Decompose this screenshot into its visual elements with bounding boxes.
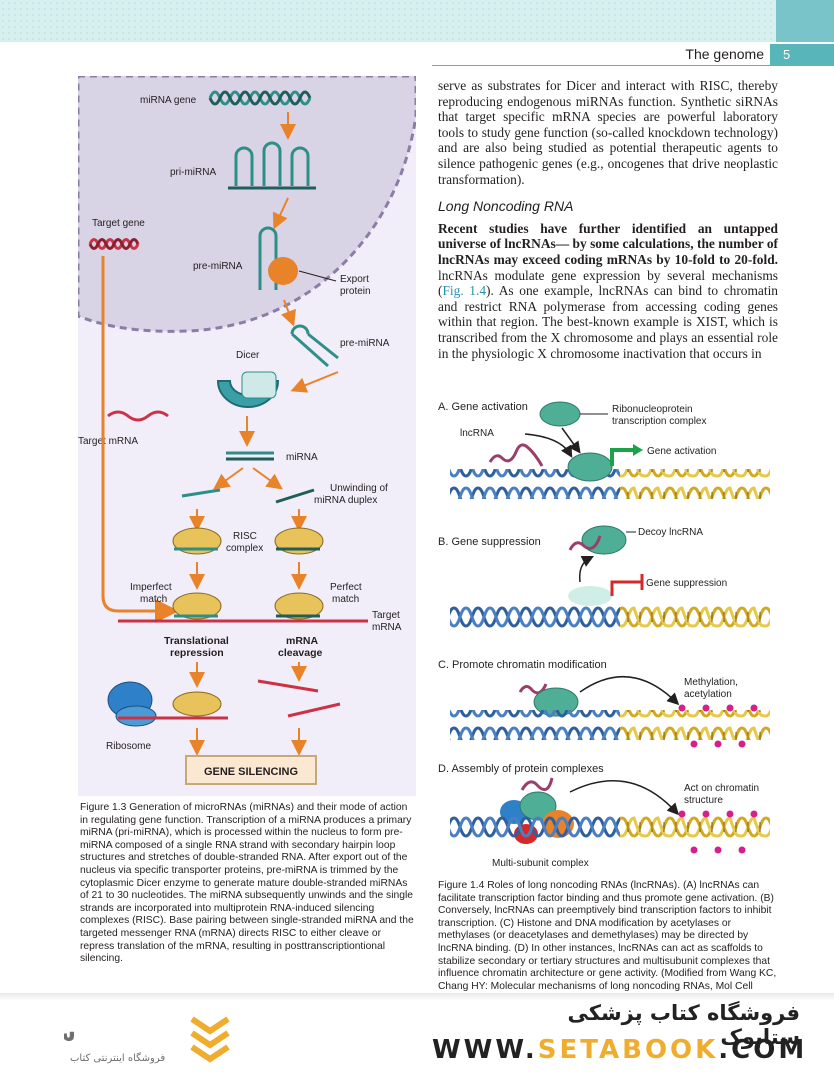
label-dicer: Dicer	[236, 350, 260, 361]
label-protein: protein	[340, 286, 371, 297]
label-target-mrna-left: Target mRNA	[78, 436, 138, 447]
label-rnp-2: transcription complex	[612, 416, 706, 427]
top-band	[0, 0, 834, 42]
store-name: فروشگاه کتاب پزشکی ستابوک	[567, 1001, 800, 1049]
mirna-gene-icon	[208, 90, 312, 106]
label-act-2: structure	[684, 795, 723, 806]
nucleus	[78, 76, 416, 333]
dicer-icon	[216, 371, 280, 408]
figure-1-4-caption: Figure 1.4 Roles of long noncoding RNAs …	[438, 880, 777, 992]
page-number: 5	[770, 44, 834, 66]
target-mrna-left-icon	[107, 410, 169, 422]
label-imperfect-2: match	[140, 594, 167, 605]
risc-left-icon	[172, 527, 222, 555]
body-paragraph-2: Recent studies have further identified a…	[438, 220, 778, 361]
label-decoy: Decoy lncRNA	[638, 527, 703, 538]
label-gene-suppression: Gene suppression	[646, 578, 727, 589]
logo-brand-text: ستابوک	[64, 1019, 76, 1047]
label-perfect-1: Perfect	[330, 582, 362, 593]
dna-a-right	[620, 469, 770, 499]
running-header: The genome 5	[0, 44, 834, 66]
running-title: The genome	[685, 46, 764, 62]
store-url[interactable]: WWW.SETABOOK.COM	[432, 1035, 808, 1065]
figure-1-3: miRNA gene pri-miRNA Target gene pre-miR…	[78, 76, 416, 796]
top-tab	[776, 0, 834, 42]
panel-a-title: A. Gene activation	[438, 401, 528, 413]
label-target-right-2: mRNA	[372, 622, 402, 633]
figure-1-4: A. Gene activation lncRNA Ribonucleoprot…	[430, 392, 790, 872]
label-pre-mirna-nucleus: pre-miRNA	[193, 261, 243, 272]
lncrna-a-icon	[488, 443, 544, 467]
footer-banner: ستابوک فروشگاه اینترنتی کتاب فروشگاه کتا…	[0, 993, 834, 1080]
pri-mirna-icon	[228, 141, 316, 190]
label-act-1: Act on chromatin	[684, 783, 759, 794]
gene-silencing-box	[185, 755, 317, 785]
setabook-logo[interactable]: ستابوک فروشگاه اینترنتی کتاب	[64, 1011, 234, 1071]
target-gene-icon	[88, 238, 140, 250]
panel-d-title: D. Assembly of protein complexes	[438, 763, 604, 775]
label-methylation-2: acetylation	[684, 689, 732, 700]
section-heading: Long Noncoding RNA	[438, 198, 574, 215]
methyl-marks-icon	[678, 704, 758, 748]
ribosome-icon	[107, 681, 157, 727]
label-perfect-2: match	[332, 594, 359, 605]
logo-tagline: فروشگاه اینترنتی کتاب	[70, 1052, 165, 1064]
risc-perfect-icon	[274, 592, 324, 620]
label-target-right-1: Target	[372, 610, 400, 621]
label-risc-1: RISC	[233, 531, 257, 542]
label-imperfect-1: Imperfect	[130, 582, 172, 593]
label-pri-mirna: pri-miRNA	[170, 167, 216, 178]
label-gene-activation: Gene activation	[647, 446, 717, 457]
label-cleavage-1: mRNA	[286, 635, 319, 647]
label-rnp-1: Ribonucleoprotein	[612, 404, 693, 415]
label-methylation-1: Methylation,	[684, 677, 738, 688]
label-target-gene: Target gene	[92, 218, 145, 229]
pre-mirna-cyto-icon	[290, 324, 339, 368]
label-mirna-gene: miRNA gene	[140, 95, 197, 106]
label-translational-2: repression	[170, 647, 224, 659]
label-export: Export	[340, 274, 369, 285]
export-protein-icon	[268, 257, 298, 285]
risc-right-icon	[274, 527, 324, 555]
panel-b-title: B. Gene suppression	[438, 536, 541, 548]
label-risc-2: complex	[226, 543, 263, 554]
label-multi-subunit: Multi-subunit complex	[492, 858, 589, 869]
mirna-duplex-icon	[226, 451, 274, 461]
rnp-complex-icon	[539, 401, 581, 427]
label-cleavage-2: cleavage	[278, 647, 323, 659]
label-pre-mirna-cyto: pre-miRNA	[340, 338, 390, 349]
pre-mirna-nucleus-icon	[258, 226, 278, 290]
label-lncrna: lncRNA	[460, 428, 494, 439]
label-unwinding-1: Unwinding of	[330, 483, 388, 494]
figure-reference-link[interactable]: Fig. 1.4	[442, 283, 487, 299]
label-mirna: miRNA	[286, 452, 318, 463]
label-unwinding-2: miRNA duplex	[314, 495, 377, 506]
label-ribosome: Ribosome	[106, 741, 151, 752]
label-translational-1: Translational	[164, 635, 229, 647]
panel-c-title: C. Promote chromatin modification	[438, 659, 607, 671]
body-text: serve as substrates for Dicer and intera…	[438, 78, 778, 361]
label-gene-silencing: GENE SILENCING	[204, 766, 298, 778]
risc-imperfect-icon	[172, 592, 222, 620]
body-paragraph-1: serve as substrates for Dicer and intera…	[438, 78, 778, 187]
lead-sentence: Recent studies have further identified a…	[438, 220, 778, 267]
activation-arrow-icon	[633, 444, 643, 456]
figure-1-3-caption: Figure 1.3 Generation of microRNAs (miRN…	[80, 802, 414, 965]
